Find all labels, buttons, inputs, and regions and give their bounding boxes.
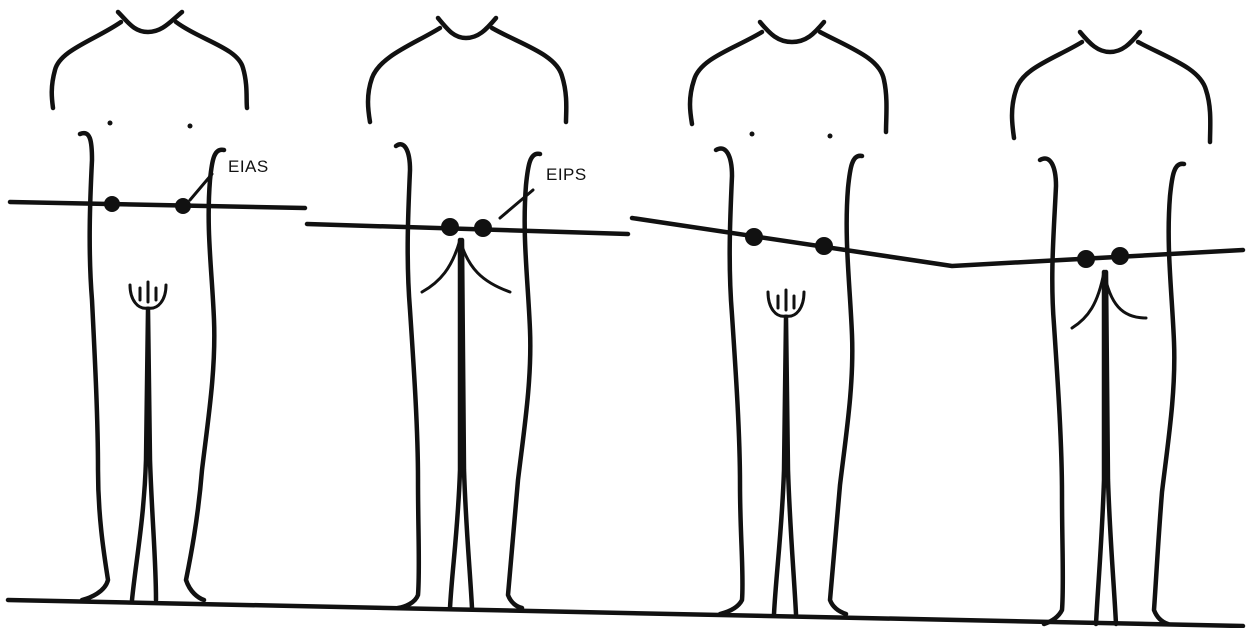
- figure-4-psis-point-left: [1077, 250, 1095, 268]
- figure-3-nipple-left: [750, 132, 755, 137]
- figure-3-asis-point-left: [745, 228, 763, 246]
- figure-1-neck-shoulders: [52, 12, 247, 108]
- figure-4-inner-legs: [1096, 272, 1116, 624]
- figure-3-asis-point-right: [815, 237, 833, 255]
- asis-label: EIAS: [228, 157, 269, 176]
- figure-1-body-outline-right: [186, 150, 224, 600]
- figure-4-gluteal-shape: [1072, 272, 1146, 328]
- figure-2-neck-shoulders: [368, 18, 566, 122]
- figure-3-body-outline-left: [716, 148, 743, 614]
- figure-2-psis-leader-line: [500, 190, 533, 218]
- figure-4-psis-point-right: [1111, 247, 1129, 265]
- figure-4-body-outline-right: [1154, 164, 1184, 624]
- figure-3-4-pelvic-line: [632, 218, 1243, 266]
- figure-1-nipple-left: [108, 121, 113, 126]
- figure-3-inner-legs: [774, 318, 796, 614]
- figure-2-body-outline-right: [508, 154, 540, 608]
- figure-1-asis-point-left: [104, 196, 120, 212]
- figure-2-posterior-level: EIPS: [307, 18, 628, 608]
- figure-3-neck-shoulders: [690, 22, 887, 132]
- figure-2-psis-point-right: [474, 219, 492, 237]
- figure-3-nipple-right: [828, 134, 833, 139]
- figure-2-psis-point-left: [441, 218, 459, 236]
- figure-1-inner-legs: [132, 310, 156, 600]
- figure-4-body-outline-left: [1040, 158, 1063, 624]
- figure-3-body-outline-right: [830, 156, 862, 614]
- figure-1-pubic-shape: [130, 282, 166, 308]
- figure-3-pubic-shape: [768, 290, 804, 316]
- psis-label: EIPS: [546, 165, 587, 184]
- figure-1-nipple-right: [188, 124, 193, 129]
- figure-2-body-outline-left: [396, 144, 419, 608]
- figure-4-posterior-tilted: [1012, 32, 1210, 624]
- figure-1-anterior-level: EIAS: [10, 12, 305, 600]
- figure-4-neck-shoulders: [1012, 32, 1210, 142]
- figure-2-pelvic-line: [307, 224, 628, 234]
- figure-1-pelvic-line: [10, 202, 305, 208]
- figure-3-anterior-tilted: [632, 22, 1243, 614]
- figure-2-inner-legs: [450, 240, 472, 608]
- figure-2-gluteal-shape: [422, 240, 510, 292]
